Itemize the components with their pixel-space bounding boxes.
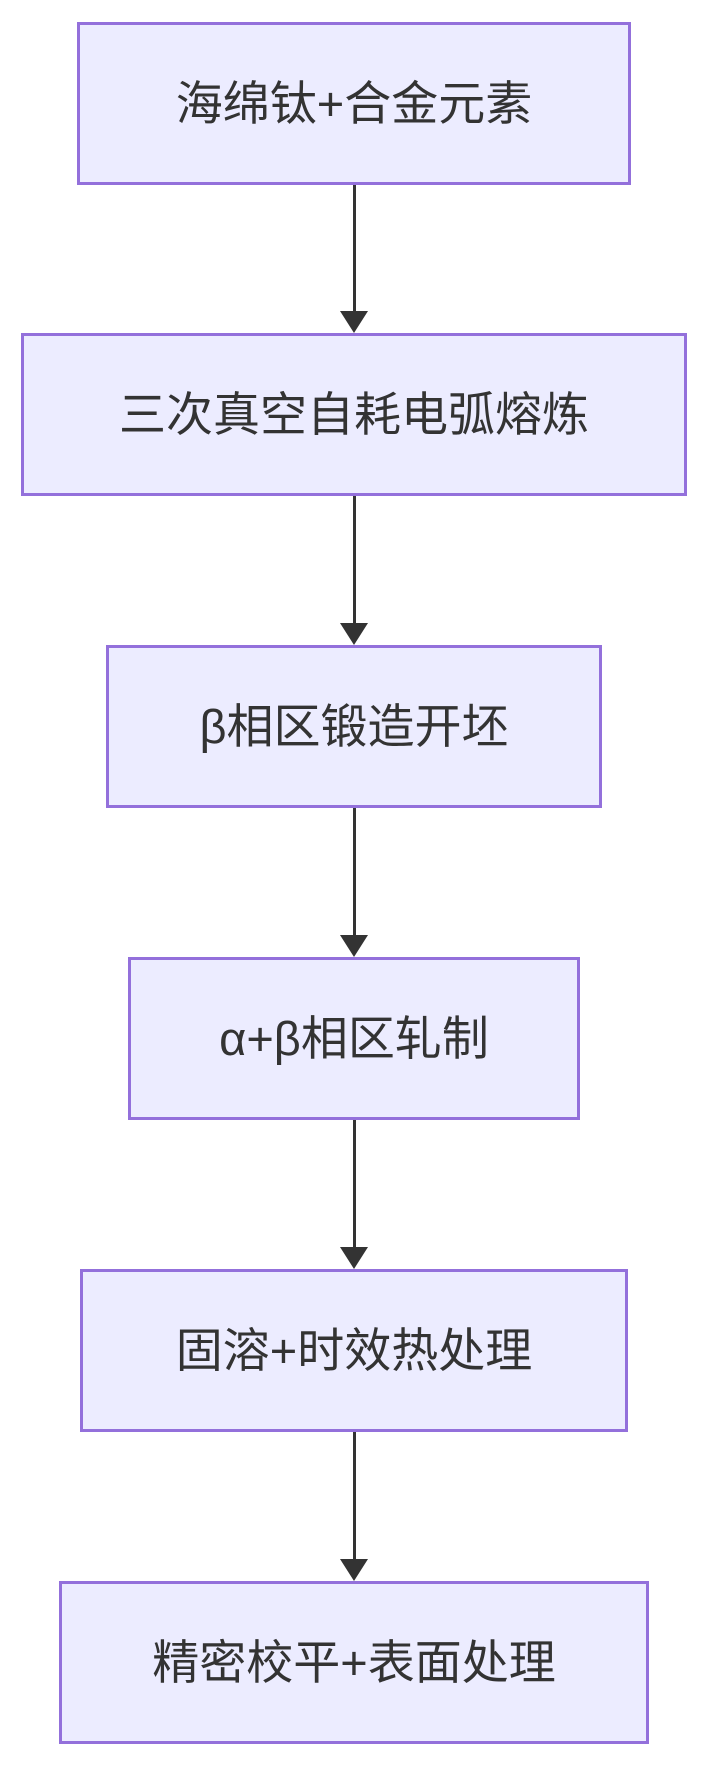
flow-node-label: 海绵钛+合金元素 bbox=[175, 77, 533, 130]
flow-node-heat-treatment: 固溶+时效热处理 bbox=[80, 1269, 628, 1432]
flow-node-sponge-titanium: 海绵钛+合金元素 bbox=[77, 22, 631, 185]
flow-arrow-1 bbox=[0, 185, 708, 333]
flow-arrow-5 bbox=[0, 1432, 708, 1581]
flow-arrow-3 bbox=[0, 808, 708, 957]
flow-node-leveling-surface: 精密校平+表面处理 bbox=[59, 1581, 649, 1744]
flow-node-vacuum-arc-melting: 三次真空自耗电弧熔炼 bbox=[21, 333, 687, 496]
arrow-head-icon bbox=[340, 935, 368, 957]
flow-node-label: β相区锻造开坯 bbox=[199, 700, 509, 753]
flow-arrow-2 bbox=[0, 496, 708, 645]
arrow-head-icon bbox=[340, 1247, 368, 1269]
flow-node-beta-forging: β相区锻造开坯 bbox=[106, 645, 602, 808]
arrow-line bbox=[352, 808, 356, 939]
arrow-head-icon bbox=[340, 623, 368, 645]
arrow-head-icon bbox=[340, 1559, 368, 1581]
arrow-line bbox=[352, 185, 356, 315]
flow-node-label: 三次真空自耗电弧熔炼 bbox=[119, 388, 589, 441]
flow-node-label: 固溶+时效热处理 bbox=[175, 1324, 533, 1377]
arrow-line bbox=[352, 1432, 356, 1563]
flow-node-label: 精密校平+表面处理 bbox=[152, 1636, 556, 1689]
arrow-head-icon bbox=[340, 311, 368, 333]
flow-node-label: α+β相区轧制 bbox=[219, 1012, 489, 1065]
flow-node-alpha-beta-rolling: α+β相区轧制 bbox=[128, 957, 580, 1120]
flow-arrow-4 bbox=[0, 1120, 708, 1269]
arrow-line bbox=[352, 1120, 356, 1251]
arrow-line bbox=[352, 496, 356, 627]
